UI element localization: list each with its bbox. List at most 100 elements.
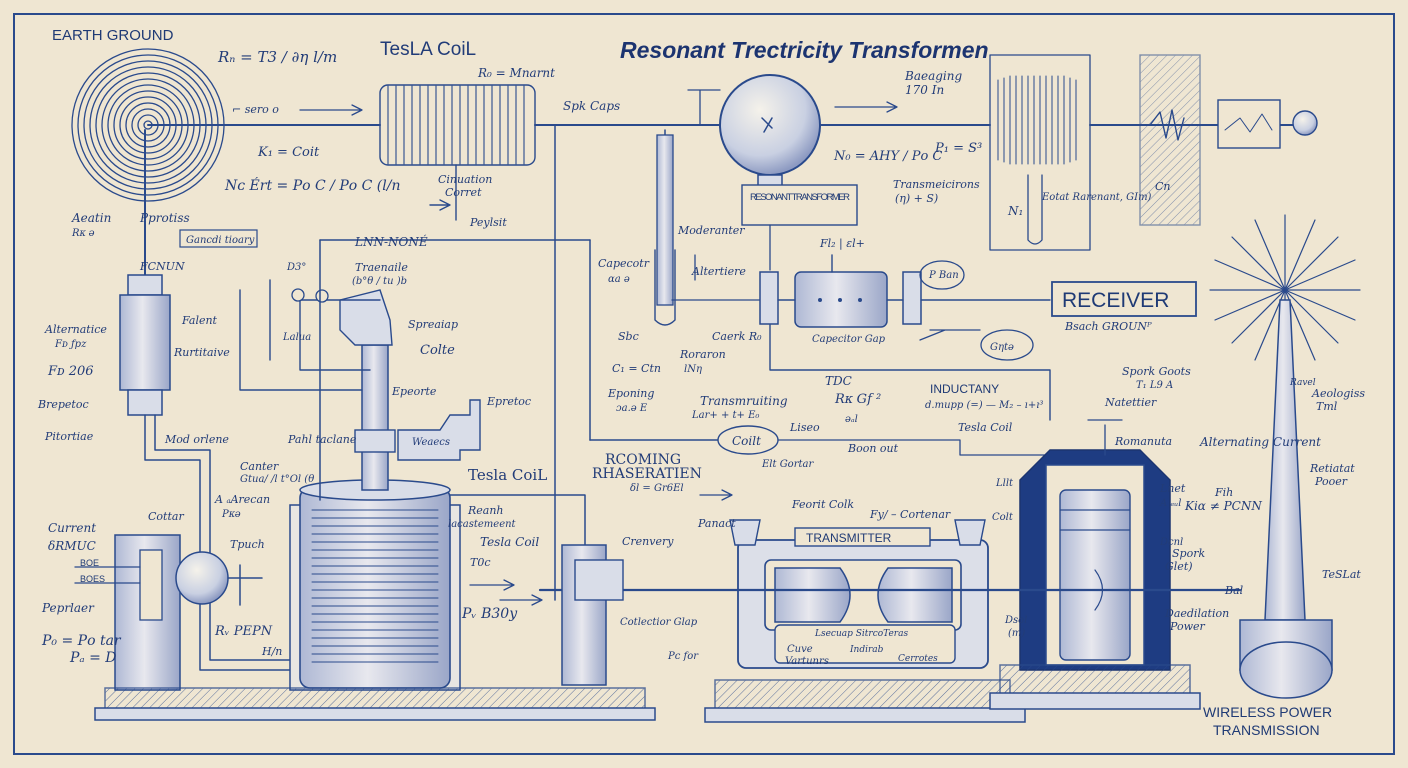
label-p1-eq: P₁ = S³ <box>934 141 982 156</box>
label-t0: T0c <box>470 556 491 569</box>
label-tesla-coil-right: Tesla CoiL <box>468 466 547 484</box>
right-secondary-coil <box>989 54 1091 251</box>
label-retiatat: Retiatat <box>1309 462 1355 475</box>
label-collection-gap: Cotlectior Glap <box>620 617 698 628</box>
label-boon-out: Boon out <box>847 442 899 455</box>
label-liseo: Liseo <box>789 421 820 434</box>
label-cerrotes: Cerrotes <box>898 654 938 664</box>
central-capacitor <box>759 254 1051 421</box>
transmitter-machine <box>704 519 1026 723</box>
label-nc-eq: Nᴄ Ért = Pᴏ C / Pᴏ C (l/n <box>224 176 400 194</box>
label-brepetoc: Brepetoc <box>37 398 89 411</box>
label-rv-eq: Rᵥ PEPN <box>214 624 273 639</box>
arrow-seruo <box>299 104 363 116</box>
label-spork: Spork <box>1172 547 1205 560</box>
label-retiatat-sub: Pooer <box>1314 475 1348 488</box>
paper-border <box>13 13 1395 755</box>
label-rcoming: RCOMING <box>605 452 681 468</box>
label-tesla-coil-mid: Tesla Coil <box>958 421 1013 434</box>
label-epeorte: Epeorte <box>391 385 437 398</box>
primary-coil-assembly <box>239 239 591 691</box>
moderator-tube <box>654 129 761 326</box>
label-traenaile: Traenaile <box>355 261 408 274</box>
label-n1: N₁ <box>1007 204 1023 218</box>
receiver-box <box>1051 281 1197 317</box>
label-earth-ground: EARTH GROUND <box>52 27 174 44</box>
label-inductany-eq: d.mupp (=) — M₂ – ı+ı³ <box>925 400 1043 411</box>
label-rg-eq: Rᴋ Gf ² <box>834 392 881 407</box>
label-traenaile-sub: (b°θ / tu )b <box>352 276 407 287</box>
label-spark-gaps: Spork Goots <box>1122 365 1191 378</box>
right-chamber <box>989 419 1201 710</box>
label-spork-sub: Glet) <box>1165 560 1193 573</box>
label-pprotiss: Pprotiss <box>139 211 190 225</box>
label-transmitting: Transmruiting <box>700 394 788 408</box>
label-dosol: Dsol <box>1004 615 1027 626</box>
label-balancing: Baeaging <box>904 69 962 83</box>
label-rurtitaive: Rurtitaive <box>173 346 230 359</box>
label-lllt: Lllt <box>995 478 1014 489</box>
label-revel-cut: Ravel <box>1289 378 1316 388</box>
resonant-transformer-box <box>741 184 858 226</box>
label-eq-top-left: Rₙ = T3 / ∂η l/m <box>217 48 337 66</box>
label-pah-tiolane: Pahl taclane <box>287 433 357 446</box>
label-transmitter: TRANSMITTER <box>806 531 892 545</box>
label-reanh: Reanh <box>467 504 504 517</box>
label-altertiere: Altertiere <box>691 265 746 278</box>
label-n0-eq: N₀ = AHY / Pᴏ C <box>833 149 942 164</box>
conversion-box <box>179 229 258 248</box>
label-cottar: Cottar <box>148 510 184 523</box>
label-sbc: Sbc <box>618 330 639 343</box>
label-elt-gortar: Elt Gortar <box>761 459 814 470</box>
label-receiver: RECEIVER <box>1062 289 1169 312</box>
label-weaecs: Weaecs <box>412 437 450 448</box>
bulb-icon <box>1292 110 1318 136</box>
left-base-platform <box>104 687 646 711</box>
label-capacitor: Capecotr <box>598 257 650 270</box>
label-d3: D3° <box>286 262 306 273</box>
label-aeatin: Aeatin <box>71 211 111 225</box>
label-center: Canter <box>240 460 279 473</box>
label-peprlaer: Peprlaer <box>41 601 95 615</box>
label-f-eq: Fᴅ 206 <box>47 364 94 379</box>
label-rhaseratien: RHASERATIEN <box>592 466 702 482</box>
transmission-tower <box>1239 299 1333 699</box>
label-panact: Panact <box>697 517 736 530</box>
label-seruo: ⌐ sero o <box>232 103 279 116</box>
center-pillar <box>561 544 624 686</box>
label-pd-eq2: Pₐ = D <box>69 650 117 666</box>
label-aeologics: Aeologiss <box>1311 387 1365 400</box>
label-transmitting-sub: Lar+ + t+ E₀ <box>691 410 759 421</box>
label-wireless-2: TRANSMISSION <box>1213 722 1320 738</box>
label-current: Current <box>48 521 96 535</box>
label-natettier: Natettier <box>1104 396 1157 409</box>
oscilloscope-box <box>1217 99 1281 149</box>
label-crenvery: Crenvery <box>622 535 674 548</box>
label-transmissions: Transmeicirons <box>893 178 980 191</box>
label-center-sub: Gtua/ /l t°Ol (θ <box>240 474 314 485</box>
label-eponing-sub: ɔa.ə E <box>616 403 648 414</box>
label-pc: Pᴄ for <box>667 651 699 662</box>
label-mod-orlene: Mod orlene <box>164 433 229 446</box>
label-hn: H/n <box>261 645 282 658</box>
label-fyl-cortenar: Fy/ – Cortenar <box>869 508 951 521</box>
label-a-arecan: A ₐArecan <box>214 493 270 506</box>
left-capacitor-assembly <box>74 534 263 691</box>
label-a-arecan-sub: Pᴋə <box>221 509 241 520</box>
label-lnet-sub: A ₑᵤl <box>1159 498 1181 509</box>
label-reanh-sub: lacastemeent <box>448 519 517 530</box>
label-colte: Colte <box>420 343 455 358</box>
label-wireless-1: WIRELESS POWER <box>1203 704 1332 720</box>
label-tpuch: Tpuch <box>230 538 265 551</box>
label-pd-eq1: P₀ = Pᴏ tar <box>41 633 122 649</box>
label-roraron: Roraron <box>679 348 726 361</box>
label-k-coit: K₁ = Coit <box>257 145 320 160</box>
label-oscillation: Daedilation <box>1164 607 1229 620</box>
label-eponing: Eponing <box>607 387 654 400</box>
label-beach-ground: Bsach GROUNᴾ <box>1064 320 1152 333</box>
label-alternatice: Alternatice <box>44 323 107 336</box>
label-alternatice-sub: Fᴅ ƒpz <box>54 339 87 350</box>
label-balancing-val: 170 In <box>905 83 944 97</box>
label-pitortiae: Pitortiae <box>44 430 94 443</box>
